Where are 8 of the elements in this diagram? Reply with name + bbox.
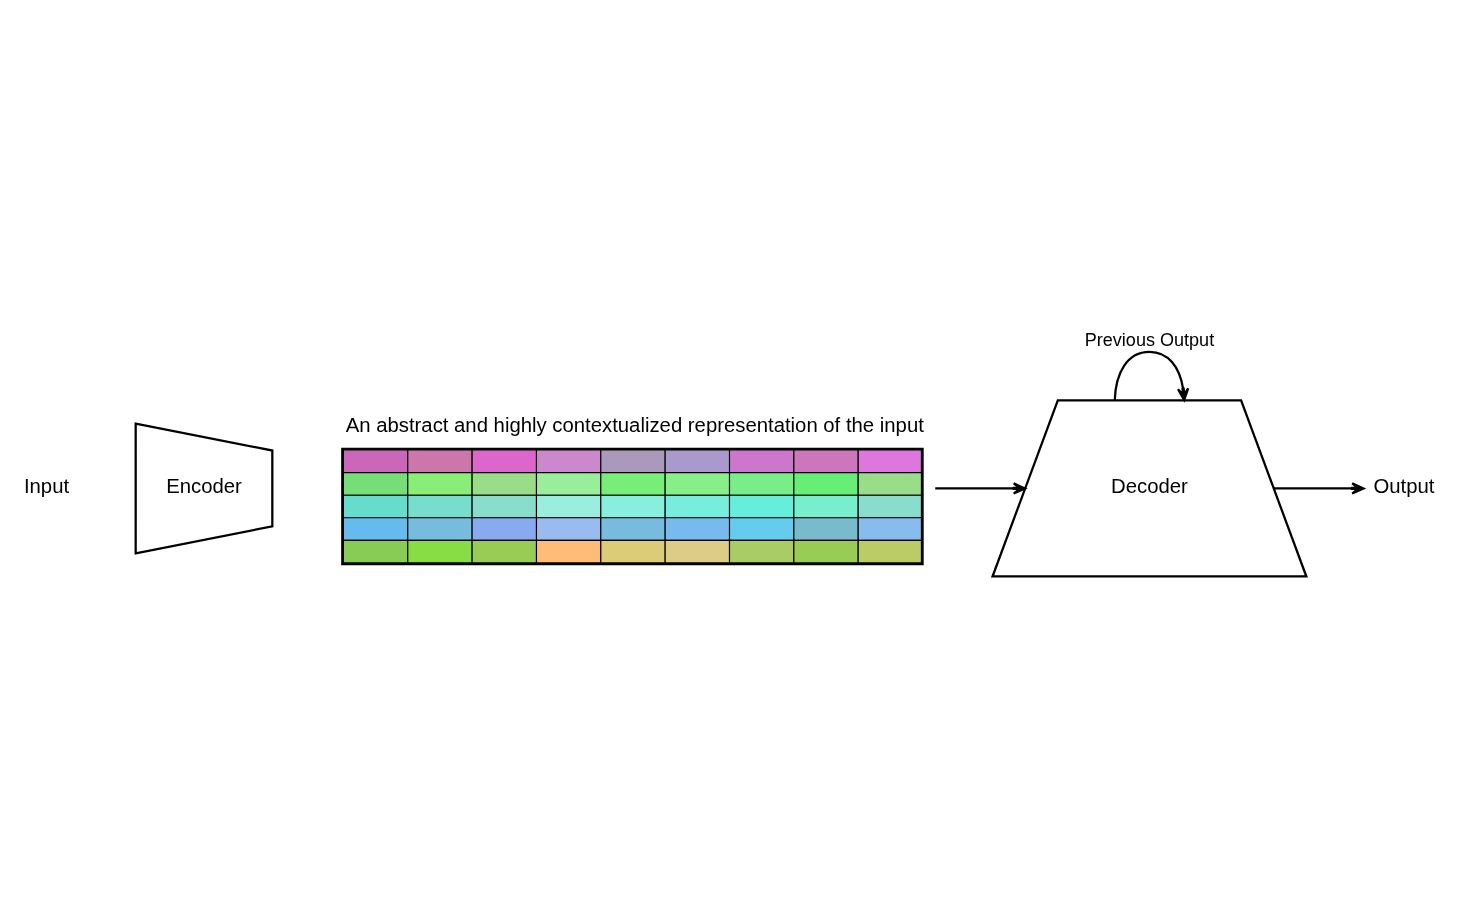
node-box: Encoder bbox=[134, 421, 274, 555]
edge-label: Previous Output bbox=[1084, 329, 1215, 350]
arrow bbox=[1113, 350, 1190, 401]
arrow bbox=[1273, 481, 1365, 495]
label: Input bbox=[23, 474, 70, 497]
node-label: An abstract and highly contextualized representation of the input bbox=[345, 413, 924, 436]
arrow bbox=[935, 481, 1027, 495]
node-text: Output bbox=[1373, 474, 1435, 497]
